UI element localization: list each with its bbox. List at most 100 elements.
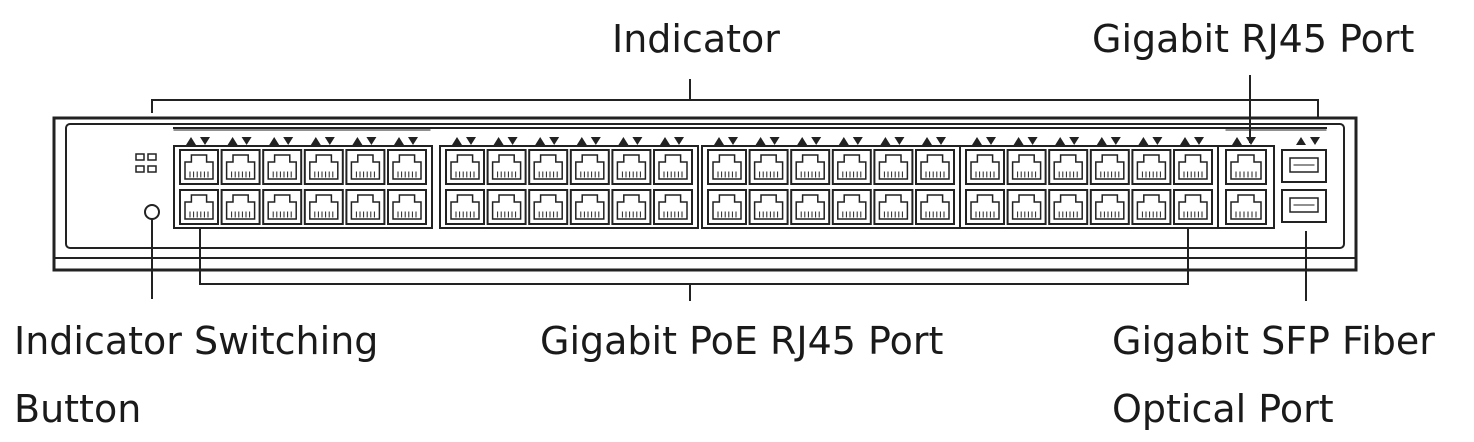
indicator-down-icon (1310, 137, 1320, 145)
indicator-up-icon (1180, 137, 1190, 145)
poe-rj45-port (965, 189, 1005, 225)
indicator-up-icon (493, 137, 504, 145)
poe-rj45-port (965, 149, 1005, 185)
sfp-port-frame (1281, 189, 1327, 223)
poe-rj45-port (220, 149, 261, 185)
poe-rj45-port (831, 189, 872, 225)
rj45-port-socket (970, 154, 1000, 180)
indicator-down-icon (1152, 137, 1163, 145)
poe-rj45-port (707, 189, 747, 225)
poe-rj45-port (653, 189, 693, 225)
indicator-down-icon (200, 137, 210, 145)
rj45-port-socket (450, 154, 480, 180)
indicator-up-icon (1096, 137, 1107, 145)
rj45-port-socket (1053, 194, 1083, 220)
indicator-down-icon (674, 137, 684, 145)
sfp-port-cage (1289, 197, 1319, 213)
poe-rj45-port (611, 189, 652, 225)
indicator-up-icon (972, 137, 982, 145)
sfp-port-cage (1289, 157, 1319, 173)
indicator-down-icon (894, 137, 905, 145)
callout-leader-lines (151, 75, 1319, 301)
indicator-down-icon (549, 137, 560, 145)
system-led-icon (135, 165, 145, 173)
indicator-down-icon (986, 137, 996, 145)
rj45-port-socket (184, 194, 214, 220)
rj45-port-socket (920, 154, 950, 180)
rj45-port-socket (753, 194, 784, 220)
poe-rj45-port (748, 149, 789, 185)
indicator-down-icon (283, 137, 294, 145)
poe-rj45-port (915, 149, 955, 185)
indicator-up-icon (1138, 137, 1149, 145)
indicator-down-icon (466, 137, 476, 145)
rj45-port-socket (575, 154, 605, 180)
chassis-front-bezel (65, 123, 1345, 249)
poe-rj45-port (1173, 149, 1213, 185)
rj45-port-socket (225, 194, 256, 220)
poe-rj45-port (611, 149, 652, 185)
indicator-switching-button (144, 204, 160, 220)
poe-rj45-port (707, 149, 747, 185)
gigabit-rj45-port (1225, 149, 1267, 185)
rj45-port-socket (309, 154, 339, 180)
rj45-port-socket (533, 154, 563, 180)
indicator-up-icon (394, 137, 404, 145)
indicator-down-icon (1194, 137, 1204, 145)
poe-rj45-port (1006, 189, 1047, 225)
rj45-port-socket (970, 194, 1000, 220)
rj45-port-socket (1095, 194, 1125, 220)
rj45-port-socket (658, 154, 688, 180)
indicator-up-icon (660, 137, 670, 145)
rj45-port-socket (575, 194, 605, 220)
indicator-up-icon (227, 137, 238, 145)
rj45-port-socket (491, 194, 522, 220)
rj45-port-socket (1178, 154, 1208, 180)
poe-rj45-port (569, 149, 610, 185)
rj45-port-socket (392, 194, 422, 220)
indicator-down-icon (936, 137, 946, 145)
rj45-port-socket (878, 154, 909, 180)
chassis-outer-frame (52, 116, 1358, 272)
sfp-port-frame (1281, 149, 1327, 183)
indicator-down-icon (324, 137, 335, 145)
poe-rj45-port (387, 149, 427, 185)
poe-rj45-port (790, 149, 831, 185)
rj45-port-socket (795, 194, 825, 220)
poe-rj45-port (528, 189, 569, 225)
gigabit-sfp-port-label-line1: Gigabit SFP Fiber (1112, 319, 1435, 363)
rj45-port-socket (753, 154, 784, 180)
indicator-down-icon (632, 137, 643, 145)
system-led-icon (147, 165, 157, 173)
poe-rj45-port (1006, 149, 1047, 185)
rj45-port-socket (1230, 154, 1262, 180)
rj45-port-socket (837, 154, 867, 180)
indicator-down-icon (852, 137, 863, 145)
indicator-switching-button-label-line1: Indicator Switching (14, 319, 379, 363)
uplink-port-group (1217, 145, 1275, 229)
poe-rj45-port (486, 189, 527, 225)
poe-rj45-port (303, 189, 344, 225)
poe-rj45-port (653, 149, 693, 185)
indicator-up-icon (1232, 137, 1242, 145)
poe-rj45-port (345, 189, 386, 225)
indicator-up-icon (1055, 137, 1066, 145)
rj45-port-socket (1136, 194, 1167, 220)
poe-rj45-port (220, 189, 261, 225)
poe-rj45-port (445, 149, 485, 185)
indicator-up-icon (922, 137, 932, 145)
rj45-port-socket (491, 154, 522, 180)
indicator-up-icon (310, 137, 321, 145)
poe-rj45-port (1173, 189, 1213, 225)
indicator-switching-button-label-line2: Button (14, 387, 142, 431)
indicator-down-icon (507, 137, 518, 145)
indicator-down-icon (1110, 137, 1121, 145)
rj45-port-socket (616, 154, 647, 180)
gigabit-rj45-port (1225, 189, 1267, 225)
poe-rj45-port (873, 189, 914, 225)
rj45-port-socket (795, 154, 825, 180)
poe-rj45-port (748, 189, 789, 225)
poe-rj45-port (569, 189, 610, 225)
indicator-up-icon (880, 137, 891, 145)
poe-rj45-port (1048, 189, 1089, 225)
